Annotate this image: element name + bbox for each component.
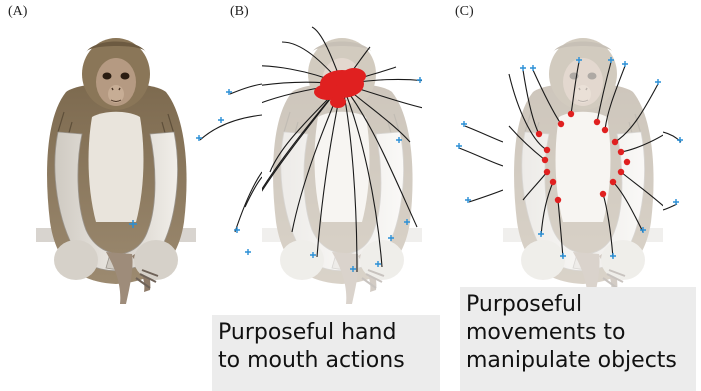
- caption-manipulate-objects: Purposeful movements to manipulate objec…: [460, 287, 696, 391]
- caption-c-line1: Purposeful: [466, 291, 690, 319]
- panel-a-monkey: [36, 22, 196, 308]
- panel-b-outer-trajectories: [190, 22, 262, 282]
- panel-b-hand-to-mouth: [262, 22, 422, 308]
- panel-a-label: (A): [8, 4, 27, 20]
- panel-c-outer-trajectories: [455, 22, 503, 282]
- caption-b-line2: to mouth actions: [218, 347, 434, 375]
- panel-c-manipulate-objects: [503, 22, 663, 308]
- caption-hand-to-mouth: Purposeful hand to mouth actions: [212, 315, 440, 391]
- caption-c-line2: movements to: [466, 319, 690, 347]
- panel-c-outer-trajectories-right: [663, 22, 693, 282]
- caption-c-line3: manipulate objects: [466, 347, 690, 375]
- caption-b-line1: Purposeful hand: [218, 319, 434, 347]
- panel-c-label: (C): [455, 4, 474, 20]
- panel-b-label: (B): [230, 4, 249, 20]
